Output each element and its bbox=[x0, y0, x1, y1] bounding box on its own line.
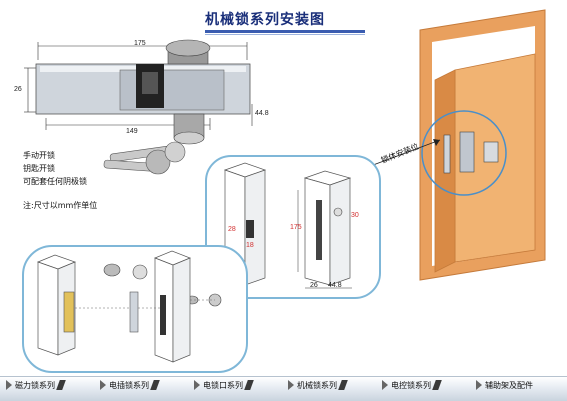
triangle-marker-icon bbox=[382, 380, 388, 390]
dim-hole: 30 bbox=[351, 212, 359, 219]
dim-cutout-height: 28 bbox=[228, 226, 236, 233]
triangle-marker-icon bbox=[194, 380, 200, 390]
nav-tab-label: 磁力锁系列 bbox=[15, 380, 55, 390]
dim-length-top: 175 bbox=[134, 40, 146, 47]
dim-base-depth: 44.8 bbox=[328, 282, 342, 289]
nav-tab-mechanical-lock[interactable]: 机械锁系列 bbox=[288, 378, 348, 392]
nav-tab-electric-bolt[interactable]: 电插锁系列 bbox=[100, 378, 160, 392]
note-manual-open: 手动开锁 bbox=[23, 151, 55, 160]
bottom-nav-bar bbox=[0, 376, 567, 401]
title-underline-thin bbox=[205, 34, 365, 35]
nav-tab-electric-strike[interactable]: 电锁口系列 bbox=[194, 378, 254, 392]
note-units: 注:尺寸以mm作单位 bbox=[23, 201, 98, 210]
nav-tab-electric-control-lock[interactable]: 电控锁系列 bbox=[382, 378, 442, 392]
nav-tab-label: 电插锁系列 bbox=[109, 380, 149, 390]
nav-tab-label: 电锁口系列 bbox=[203, 380, 243, 390]
triangle-marker-icon bbox=[476, 380, 482, 390]
note-compatible: 可配套任何阴极锁 bbox=[23, 177, 87, 186]
page-title: 机械锁系列安装图 bbox=[205, 12, 325, 28]
dim-length-bottom: 149 bbox=[126, 128, 138, 135]
dim-base-width: 26 bbox=[310, 282, 318, 289]
triangle-marker-icon bbox=[288, 380, 294, 390]
dim-cutout-width: 18 bbox=[246, 242, 254, 249]
triangle-marker-icon bbox=[6, 380, 12, 390]
dim-right-side: 44.8 bbox=[255, 110, 269, 117]
title-underline bbox=[205, 30, 365, 33]
note-key-open: 钥匙开锁 bbox=[23, 164, 55, 173]
nav-tab-accessories[interactable]: 辅助架及配件 bbox=[476, 378, 533, 392]
nav-tab-label: 电控锁系列 bbox=[391, 380, 431, 390]
triangle-marker-icon bbox=[100, 380, 106, 390]
nav-tab-label: 辅助架及配件 bbox=[485, 380, 533, 390]
dim-depth: 175 bbox=[290, 224, 302, 231]
dim-height-left: 26 bbox=[14, 86, 22, 93]
nav-tab-magnetic-lock[interactable]: 磁力锁系列 bbox=[6, 378, 66, 392]
keys-illustration bbox=[103, 141, 186, 175]
nav-tab-label: 机械锁系列 bbox=[297, 380, 337, 390]
